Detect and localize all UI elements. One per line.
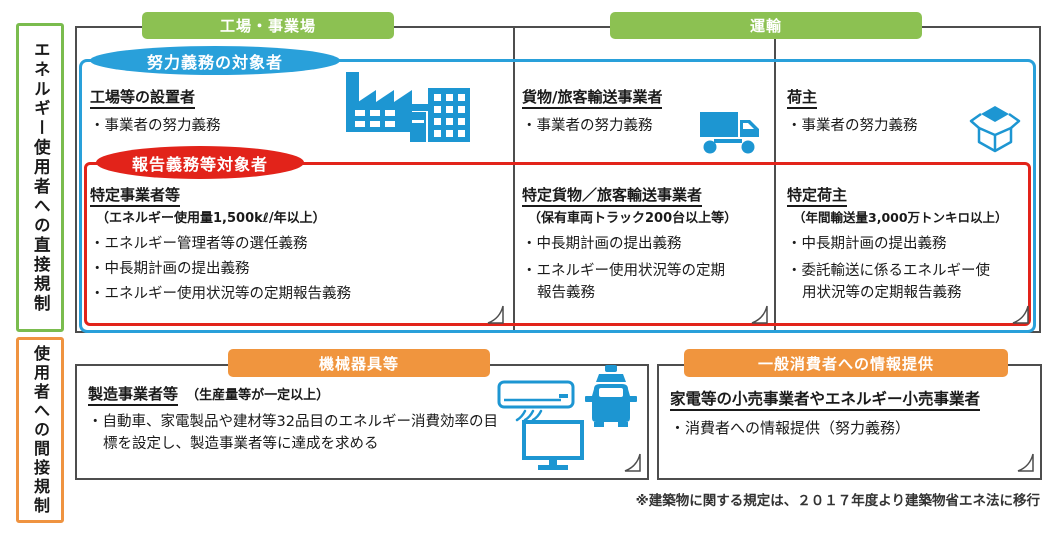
specified-carrier-bullet-1: ・中長期計画の提出義務 [522, 236, 682, 252]
manufacturer-title: 製造事業者等 [88, 385, 179, 406]
indirect-regulation-text: 使用者への間接規制 [31, 344, 50, 516]
specified-carrier-bullet-2: ・エネルギー使用状況等の定期報告義務 [522, 263, 725, 301]
tab-machinery: 機械器具等 [228, 349, 490, 377]
effort-obligation-badge: 努力義務の対象者 [90, 46, 340, 75]
carrier-title: 貨物/旅客輸送事業者 [522, 86, 663, 109]
manufacturer-condition: （生産量等が一定以上） [186, 388, 330, 403]
shipper-title: 荷主 [787, 86, 818, 109]
direct-regulation-label: エネルギー使用者への直接規制 [16, 23, 64, 332]
transport-column-divider [774, 26, 776, 331]
specified-shipper-title: 特定荷主 [787, 184, 848, 207]
specified-business-bullet-1: ・エネルギー管理者等の選任義務 [90, 236, 308, 252]
specified-shipper-bullet-2: ・委託輸送に係るエネルギー使用状況等の定期報告義務 [787, 263, 990, 301]
tab-transport-label: 運輸 [749, 17, 782, 35]
page-curl-icon [1017, 453, 1034, 472]
report-obligation-badge-label: 報告義務等対象者 [131, 154, 268, 174]
factory-effort-bullet: ・事業者の努力義務 [90, 118, 221, 134]
air-conditioner-icon [497, 380, 575, 422]
specified-shipper-condition: （年間輸送量3,000万トンキロ以上） [793, 210, 1008, 225]
page-curl-icon [751, 305, 768, 324]
car-icon [585, 365, 637, 427]
indirect-regulation-label: 使用者への間接規制 [16, 337, 64, 523]
open-box-icon [969, 106, 1021, 153]
specified-business-bullet-3: ・エネルギー使用状況等の定期報告義務 [90, 286, 351, 302]
effort-obligation-badge-label: 努力義務の対象者 [146, 52, 283, 72]
report-obligation-badge: 報告義務等対象者 [96, 146, 304, 179]
specified-carrier-condition: （保有車両トラック200台以上等） [528, 211, 738, 226]
tab-consumer-info: 一般消費者への情報提供 [684, 349, 1008, 377]
specified-business-title: 特定事業者等 [90, 184, 181, 207]
tv-icon [522, 420, 584, 470]
factory-section-box [75, 26, 515, 333]
tab-factory-business-label: 工場・事業場 [219, 17, 316, 35]
manufacturer-bullet: ・自動車、家電製品や建材等32品目のエネルギー消費効率の目標を設定し、製造事業者… [88, 414, 498, 452]
specified-business-condition: （エネルギー使用量1,500kℓ/年以上） [96, 211, 326, 226]
tab-transport: 運輸 [610, 12, 922, 39]
truck-icon [700, 112, 759, 154]
building-law-footnote: ※建築物に関する規定は、２０１７年度より建築物省エネ法に移行 [635, 493, 1040, 509]
page-curl-icon [487, 305, 504, 324]
direct-regulation-text: エネルギー使用者への直接規制 [31, 41, 51, 314]
retailer-title: 家電等の小売事業者やエネルギー小売事業者 [670, 387, 981, 411]
specified-shipper-bullet-1: ・中長期計画の提出義務 [787, 236, 947, 252]
specified-business-bullet-2: ・中長期計画の提出義務 [90, 261, 250, 277]
tab-factory-business: 工場・事業場 [142, 12, 394, 39]
retailer-bullet: ・消費者への情報提供（努力義務） [670, 419, 911, 437]
page-curl-icon [1012, 305, 1029, 324]
factory-installer-title: 工場等の設置者 [90, 86, 196, 109]
specified-carrier-title: 特定貨物／旅客輸送事業者 [522, 184, 703, 207]
building-icon [406, 88, 470, 142]
tab-consumer-info-label: 一般消費者への情報提供 [757, 354, 934, 373]
tab-machinery-label: 機械器具等 [318, 354, 399, 373]
manufacturer-title-row: 製造事業者等 （生産量等が一定以上） [88, 383, 330, 406]
page-curl-icon [624, 453, 641, 472]
carrier-effort-bullet: ・事業者の努力義務 [522, 118, 653, 134]
transport-section-box [513, 26, 1041, 333]
factory-icon [346, 72, 470, 142]
shipper-effort-bullet: ・事業者の努力義務 [787, 118, 918, 134]
